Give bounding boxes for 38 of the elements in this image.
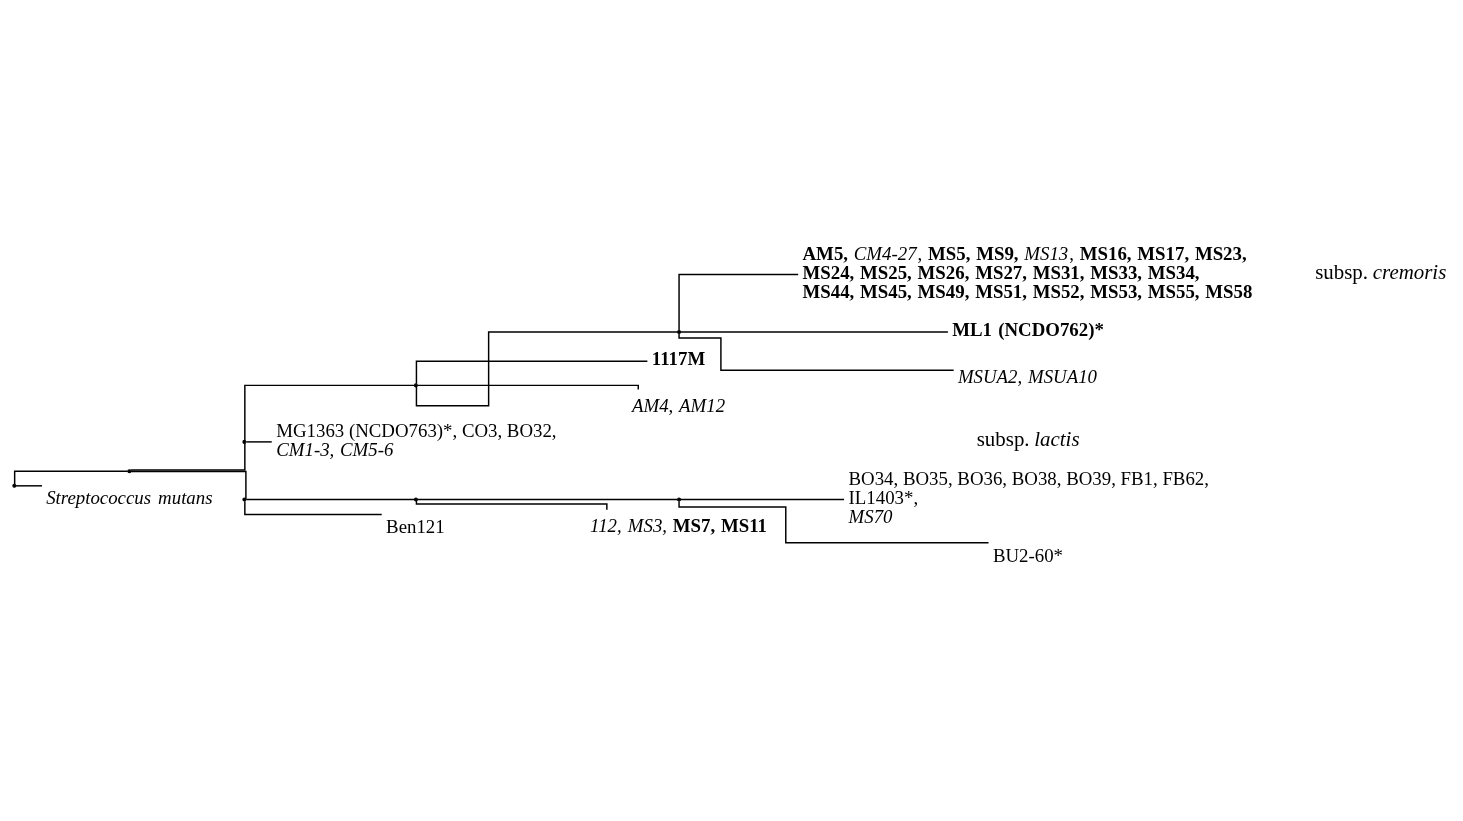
node-text: MSUA2, MSUA10 xyxy=(957,365,1098,387)
node-text: 1117M xyxy=(651,347,706,369)
connector xyxy=(417,384,639,391)
connector xyxy=(244,500,383,516)
node-text: MG1363 (NCDO763)*, CO3, BO32, CM1-3, CM5-6 xyxy=(276,420,557,460)
node-point xyxy=(242,439,247,444)
node-point xyxy=(127,469,132,474)
node-text: AM4, AM12 xyxy=(631,394,726,416)
connector xyxy=(129,442,246,471)
connector xyxy=(245,498,415,501)
node-text: ML1 (NCDO762)* xyxy=(952,318,1104,340)
node-point xyxy=(242,497,247,502)
node-point xyxy=(413,497,418,502)
connector xyxy=(415,360,649,385)
connector xyxy=(415,500,608,511)
connector xyxy=(15,485,43,487)
connector xyxy=(678,333,955,371)
connector xyxy=(415,331,679,407)
node-point xyxy=(413,383,418,388)
connector xyxy=(679,331,949,333)
node-text: Streptococcus mutans xyxy=(46,487,213,509)
node-point xyxy=(677,497,682,502)
connector xyxy=(678,273,799,331)
connector xyxy=(13,470,129,485)
label: subsp. cremoris xyxy=(1315,259,1447,284)
connector xyxy=(679,498,845,501)
node-text: Ben121 xyxy=(386,516,445,538)
connector xyxy=(244,384,415,441)
node-text: 112, MS3, MS7, MS11 xyxy=(590,515,767,537)
node-text: BU2-60* xyxy=(992,544,1064,566)
node-text: BO34, BO35, BO36, BO38, BO39, FB1, FB62, IL1403*, MS70 xyxy=(848,468,1209,527)
node-point xyxy=(677,330,682,335)
connector xyxy=(245,441,273,443)
connector xyxy=(678,500,990,544)
connector xyxy=(416,498,679,501)
node-point xyxy=(12,483,17,488)
label: subsp. lactis xyxy=(976,427,1080,452)
node-text: AM5, CM4-27, MS5, MS9, MS13, MS16, MS17, MS23, MS24, MS25, MS26, MS27, MS31, MS33, MS34, MS44, MS45, MS49, MS51, MS52, MS53, MS55, MS58 xyxy=(802,243,1253,302)
